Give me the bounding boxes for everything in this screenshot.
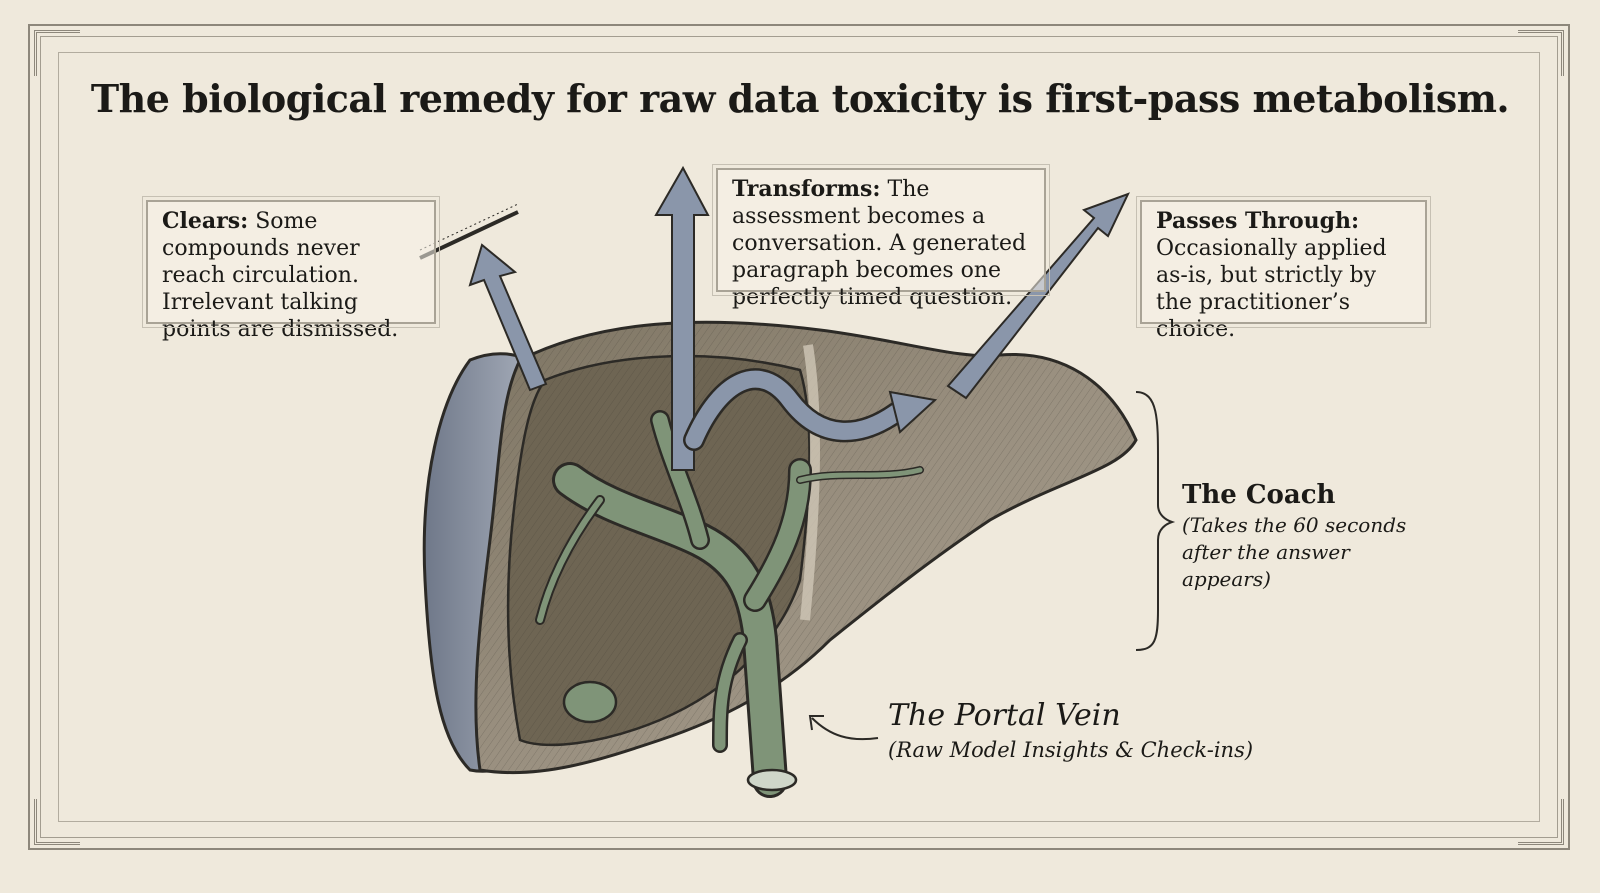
portal-vein [535, 410, 924, 798]
callout-transforms: Transforms: The assessment becomes a con… [712, 164, 1050, 310]
portal-vein-title: The Portal Vein [888, 698, 1121, 733]
callout-passes-label: Passes Through: [1156, 208, 1360, 234]
callout-transforms-text: The assessment becomes a conversation. A… [732, 177, 1027, 310]
coach-title: The Coach [1182, 480, 1336, 510]
coach-bracket [1135, 391, 1176, 651]
page-title: The biological remedy for raw data toxic… [90, 76, 1510, 121]
coach-subtitle: (Takes the 60 seconds after the answer a… [1182, 513, 1407, 591]
callout-clears-label: Clears: [162, 208, 249, 234]
arrow-passes [946, 192, 1130, 400]
inner-frame [40, 36, 1558, 838]
inner-frame-2 [58, 52, 1540, 822]
gallbladder [562, 680, 618, 724]
callout-transforms-label: Transforms: [732, 176, 881, 202]
vein-pointer-arrow [811, 717, 879, 741]
corner-ornament-bottom-left [34, 799, 80, 845]
vein-opening [746, 768, 798, 792]
corner-ornament-bottom-right [1518, 799, 1564, 845]
callout-passes-through: Passes Through: Occasionally applied as-… [1136, 196, 1431, 342]
corner-ornament-top-right [1518, 30, 1564, 76]
portal-vein-subtitle: (Raw Model Insights & Check-ins) [888, 738, 1254, 762]
outer-frame [28, 24, 1570, 850]
arrow-clears [468, 243, 548, 392]
corner-ornament-top-left [34, 30, 80, 76]
callout-passes-text: Occasionally applied as-is, but strictly… [1156, 236, 1387, 342]
clears-barrier [419, 203, 519, 260]
callout-clears-text: Some compounds never reach circulation. … [162, 209, 399, 342]
callout-clears: Clears: Some compounds never reach circu… [142, 196, 440, 342]
